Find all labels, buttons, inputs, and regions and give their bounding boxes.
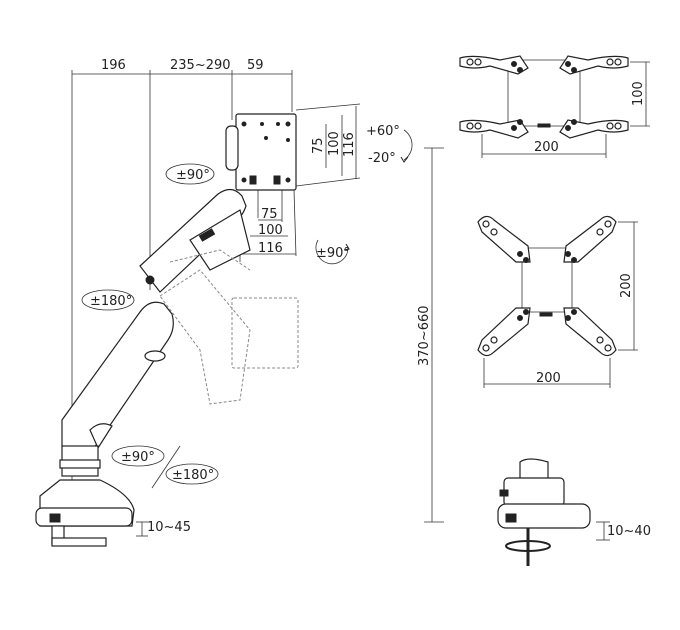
head-swivel-indicator: ±90° xyxy=(165,163,215,185)
base-rotation-indicators: ±90° ±180° xyxy=(111,445,219,489)
tilt-indicator: +60° -20° xyxy=(366,124,413,166)
plate2-width-label: 200 xyxy=(536,371,561,386)
vesa-75-h-label: 75 xyxy=(261,207,278,222)
height-dimension: 370~660 xyxy=(417,147,444,523)
vesa-bottom-dimensions: 75 100 116 xyxy=(239,189,297,262)
arm-span-label: 235~290 xyxy=(170,58,231,73)
vesa-75-label: 75 xyxy=(311,137,326,154)
alternate-position xyxy=(159,249,299,405)
elbow-label: ±180° xyxy=(90,294,132,309)
lower-arm xyxy=(61,301,174,457)
base-swivel-label: ±90° xyxy=(121,450,155,465)
plate1-height-label: 100 xyxy=(631,81,646,106)
screen-rotate-indicator: ±90° xyxy=(315,239,350,265)
desk-grommet-label: 10~40 xyxy=(607,524,651,539)
clamp-base: 10~45 xyxy=(35,445,191,547)
vesa-116-h-label: 116 xyxy=(258,241,283,256)
grommet-base: 10~40 xyxy=(497,458,651,566)
head-swivel-label: ±90° xyxy=(176,168,210,183)
height-range-label: 370~660 xyxy=(417,305,432,366)
upper-arm xyxy=(139,188,251,293)
rotate-screen-label: ±90° xyxy=(316,246,350,261)
vesa-plate-200: 200 200 xyxy=(477,215,638,388)
vesa-116-label: 116 xyxy=(342,132,357,157)
plate2-height-label: 200 xyxy=(619,273,634,298)
tilt-up-label: +60° xyxy=(366,124,400,139)
vesa-head xyxy=(225,113,297,191)
tilt-down-label: -20° xyxy=(368,151,396,166)
elbow-swivel-indicator: ±180° xyxy=(81,289,135,311)
base-rotate-label: ±180° xyxy=(172,468,214,483)
desk-clamp-label: 10~45 xyxy=(147,520,191,535)
vesa-plate-100: 100 200 xyxy=(459,55,650,158)
vesa-100-h-label: 100 xyxy=(258,223,283,238)
reach-label: 196 xyxy=(101,58,126,73)
vesa-side-dimensions: 75 100 116 xyxy=(295,103,361,187)
plate1-width-label: 200 xyxy=(534,140,559,155)
head-offset-label: 59 xyxy=(247,58,264,73)
vesa-100-label: 100 xyxy=(327,131,342,156)
